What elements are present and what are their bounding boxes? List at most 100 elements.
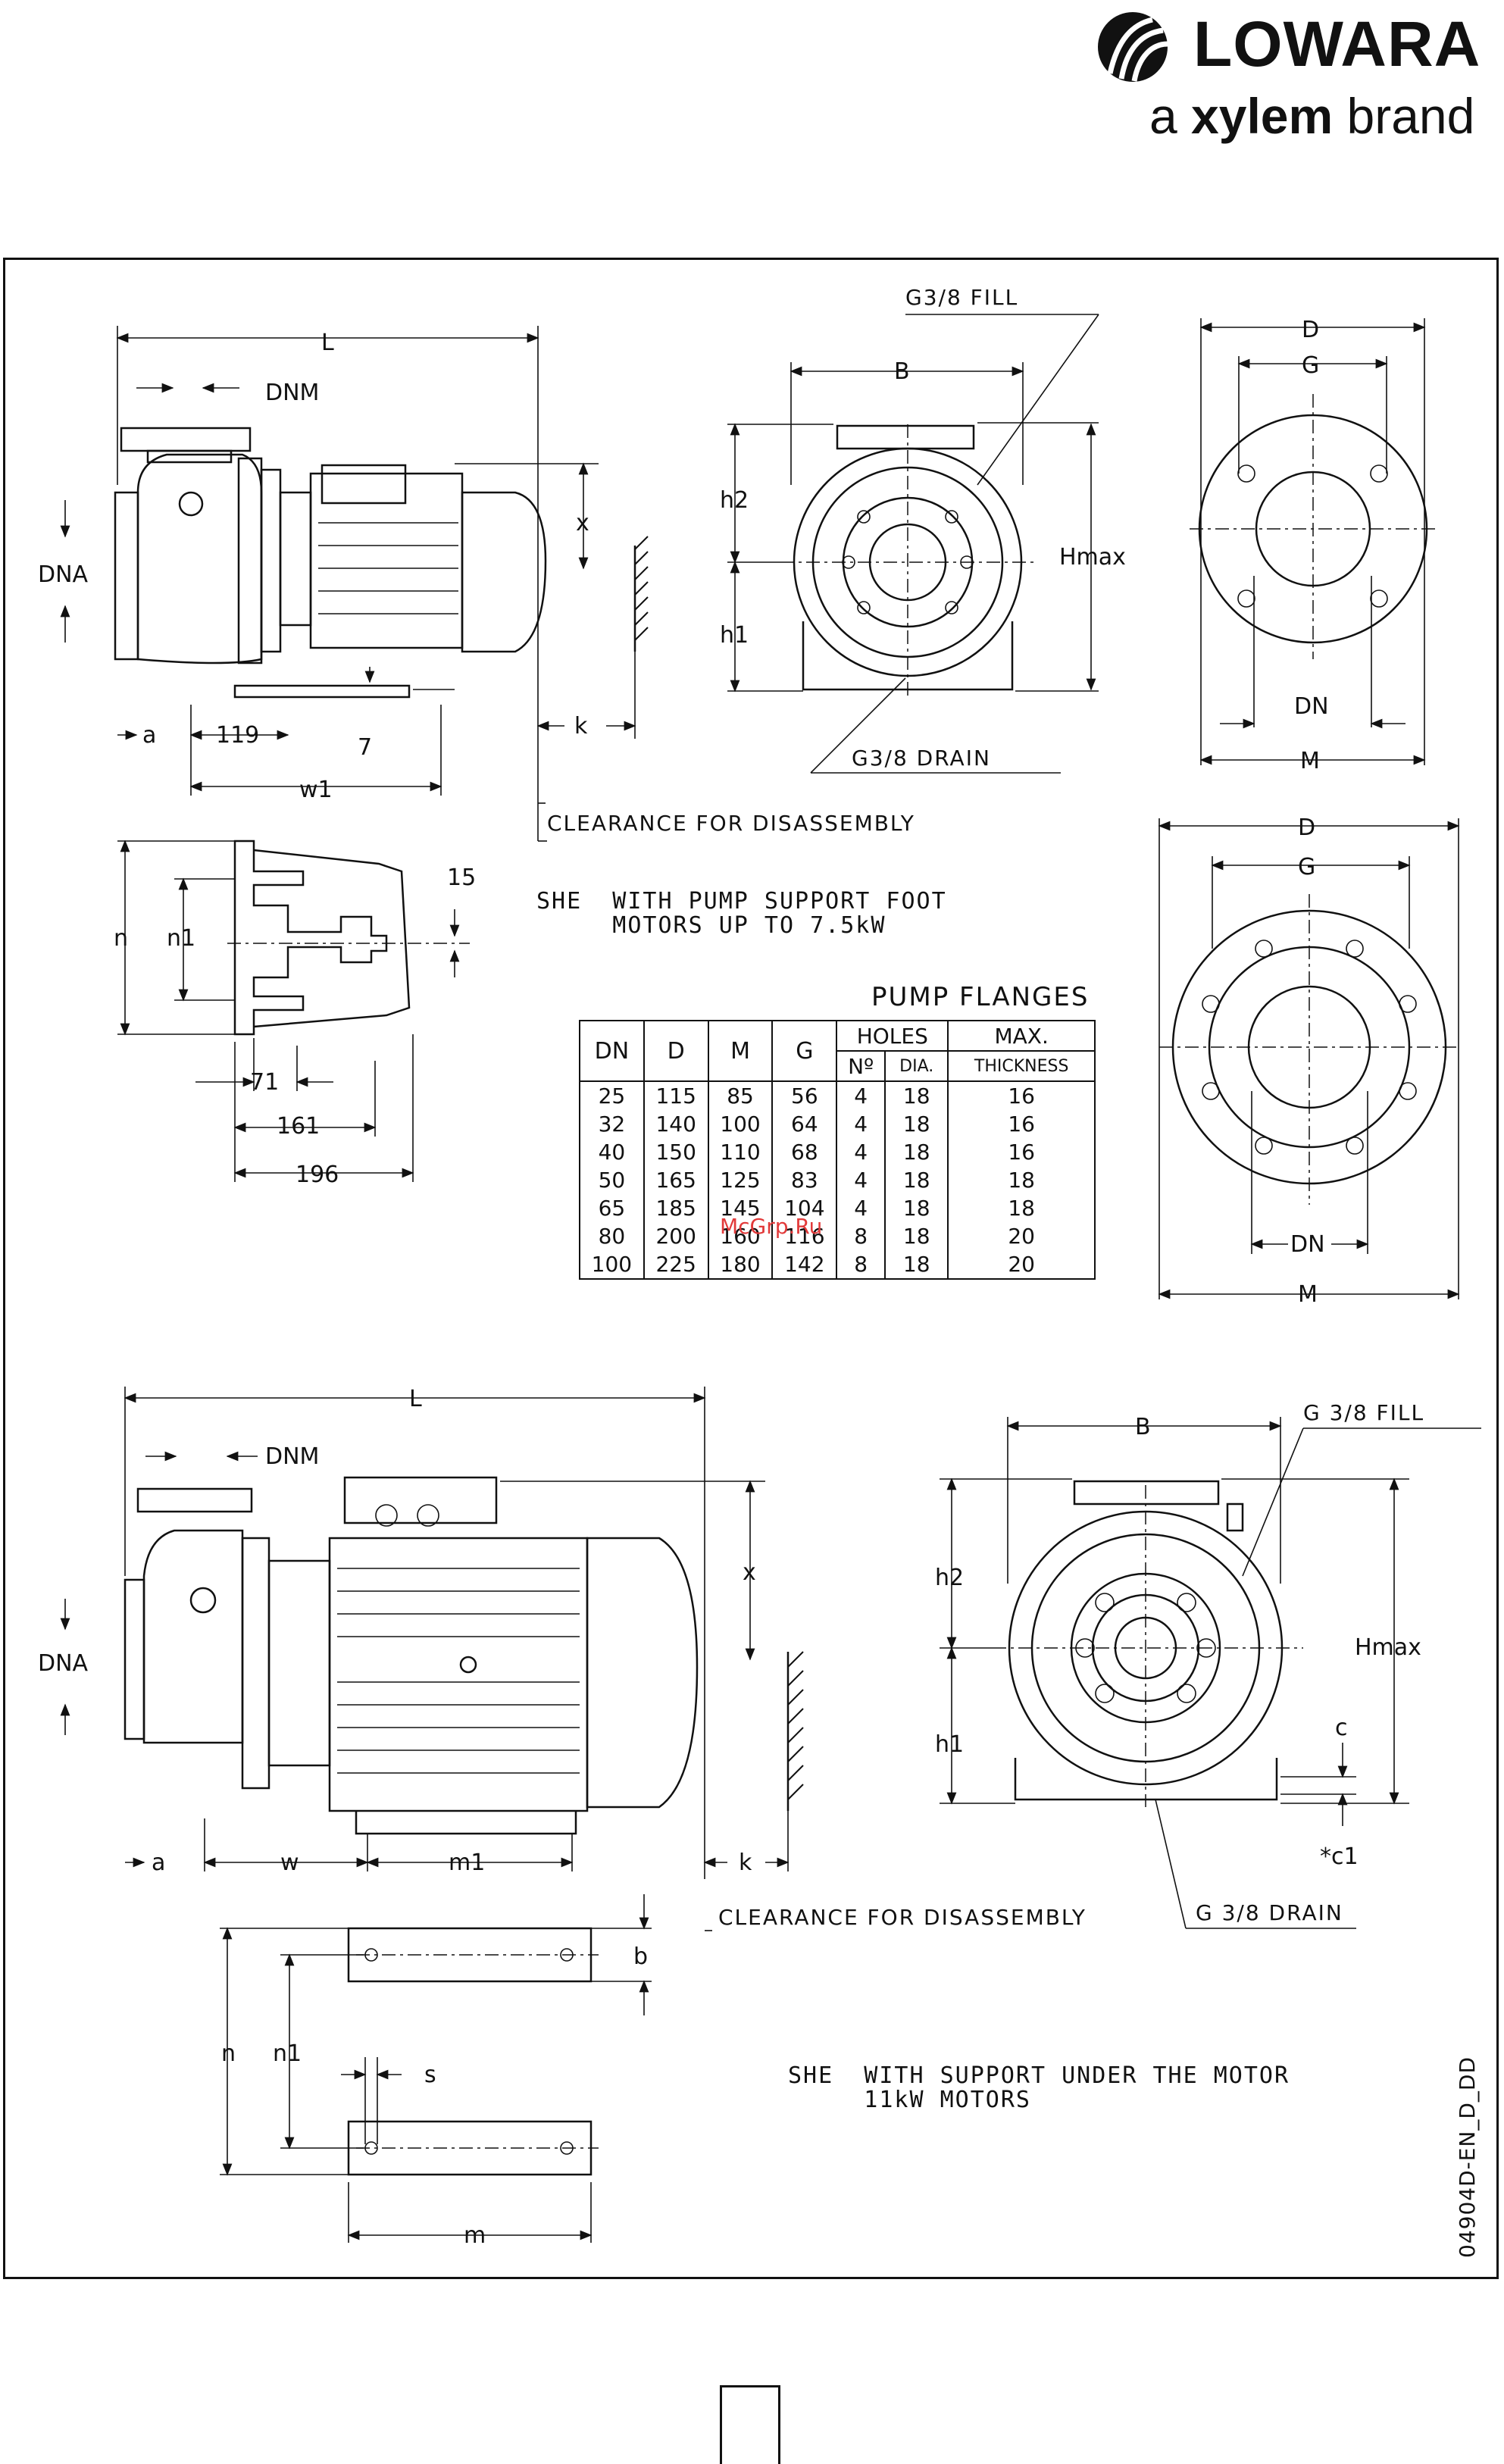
th-thickness: THICKNESS bbox=[947, 1050, 1096, 1082]
table-cell: 142 bbox=[771, 1250, 838, 1280]
label-DNM-bottom: DNM bbox=[265, 1443, 319, 1470]
label-x-bottom: x bbox=[743, 1559, 756, 1586]
label-b: b bbox=[633, 1943, 648, 1970]
label-G-4h: G bbox=[1302, 352, 1319, 379]
label-h1: h1 bbox=[720, 622, 749, 649]
label-DNA-bottom: DNA bbox=[38, 1650, 89, 1677]
label-a-bottom: a bbox=[152, 1850, 165, 1876]
label-n-support: n bbox=[221, 2040, 236, 2067]
table-cell: 18 bbox=[884, 1250, 949, 1280]
label-w1: w1 bbox=[299, 777, 333, 803]
flanges-table-title: PUMP FLANGES bbox=[871, 982, 1090, 1012]
th-dn: DN bbox=[579, 1020, 645, 1082]
flange-view-8-holes: D G DN M bbox=[1158, 815, 1460, 1308]
table-cell: 4 bbox=[836, 1166, 886, 1194]
label-h1-bottom: h1 bbox=[935, 1731, 964, 1758]
brand-tagline: a xylem brand bbox=[1149, 88, 1475, 144]
drawing-frame bbox=[3, 258, 1499, 2279]
label-D-8h: D bbox=[1298, 815, 1315, 841]
table-cell: 18 bbox=[884, 1222, 949, 1250]
table-cell: 145 bbox=[707, 1194, 774, 1222]
table-cell: 83 bbox=[771, 1166, 838, 1194]
label-h2-bottom: h2 bbox=[935, 1565, 964, 1591]
label-M-4h: M bbox=[1300, 748, 1320, 774]
table-cell: 225 bbox=[643, 1250, 709, 1280]
table-cell: 150 bbox=[643, 1138, 709, 1166]
label-s: s bbox=[424, 2062, 436, 2088]
table-cell: 185 bbox=[643, 1194, 709, 1222]
label-n1-foot: n1 bbox=[167, 925, 195, 952]
label-B: B bbox=[894, 358, 910, 385]
table-cell: 104 bbox=[771, 1194, 838, 1222]
table-cell: 18 bbox=[884, 1166, 949, 1194]
label-Hmax-bottom: Hmax bbox=[1355, 1634, 1421, 1661]
label-clearance-top: CLEARANCE FOR DISASSEMBLY bbox=[547, 811, 915, 836]
bottom-side-view: L DNM DNA x a w m1 k CLEARANCE FOR DISAS… bbox=[38, 1386, 1087, 1931]
motor-support-plan: b n n1 s m bbox=[220, 1894, 652, 2249]
table-cell: 18 bbox=[947, 1194, 1096, 1222]
th-m: M bbox=[707, 1020, 774, 1082]
table-cell: 140 bbox=[643, 1110, 709, 1138]
label-clearance-bottom: CLEARANCE FOR DISASSEMBLY bbox=[718, 1905, 1087, 1930]
table-cell: 65 bbox=[579, 1194, 645, 1222]
table-cell: 4 bbox=[836, 1194, 886, 1222]
label-Hmax: Hmax bbox=[1059, 544, 1126, 571]
label-m: m bbox=[464, 2222, 486, 2249]
watermark: McGrp.Ru bbox=[720, 1214, 823, 1239]
label-L-bottom: L bbox=[409, 1386, 422, 1412]
table-cell: 32 bbox=[579, 1110, 645, 1138]
label-119: 119 bbox=[216, 722, 259, 749]
label-drain-top: G3/8 DRAIN bbox=[852, 746, 991, 771]
label-c: c bbox=[1335, 1715, 1348, 1741]
table-cell: 18 bbox=[884, 1138, 949, 1166]
label-h2: h2 bbox=[720, 487, 749, 514]
th-no: Nº bbox=[836, 1050, 886, 1082]
flanges-table: DN D M G HOLES MAX. Nº DIA. THICKNESS 25… bbox=[579, 1020, 1096, 1280]
note-bottom: SHE WITH SUPPORT UNDER THE MOTOR 11kW MO… bbox=[788, 2062, 1290, 2113]
label-B-bottom: B bbox=[1135, 1414, 1151, 1440]
label-196: 196 bbox=[295, 1162, 339, 1188]
table-cell: 68 bbox=[771, 1138, 838, 1166]
th-holes: HOLES bbox=[836, 1020, 949, 1052]
label-drain-bottom: G 3/8 DRAIN bbox=[1196, 1900, 1343, 1925]
top-front-view: B h2 h1 Hmax G3/8 FILL G3/8 DRAIN bbox=[720, 285, 1126, 774]
document-code: 04904D-EN_D_DD bbox=[1455, 2056, 1480, 2258]
table-cell: 116 bbox=[771, 1222, 838, 1250]
table-cell: 18 bbox=[947, 1166, 1096, 1194]
table-cell: 18 bbox=[884, 1081, 949, 1110]
table-cell: 8 bbox=[836, 1250, 886, 1280]
table-cell: 18 bbox=[884, 1110, 949, 1138]
label-x: x bbox=[576, 510, 589, 536]
bottom-front-view: B G 3/8 FILL h2 h1 Hmax c *c1 G 3/8 DRAI… bbox=[935, 1400, 1481, 1929]
label-fill-bottom: G 3/8 FILL bbox=[1303, 1400, 1424, 1425]
table-cell: 80 bbox=[579, 1222, 645, 1250]
label-c1: *c1 bbox=[1320, 1843, 1359, 1870]
table-cell: 200 bbox=[643, 1222, 709, 1250]
th-d: D bbox=[643, 1020, 709, 1082]
table-cell: 25 bbox=[579, 1081, 645, 1110]
table-cell: 100 bbox=[707, 1110, 774, 1138]
table-cell: 160 bbox=[707, 1222, 774, 1250]
table-cell: 8 bbox=[836, 1222, 886, 1250]
label-DNA: DNA bbox=[38, 561, 89, 588]
table-cell: 4 bbox=[836, 1138, 886, 1166]
table-cell: 18 bbox=[884, 1194, 949, 1222]
table-cell: 50 bbox=[579, 1166, 645, 1194]
label-161: 161 bbox=[277, 1113, 320, 1140]
table-cell: 40 bbox=[579, 1138, 645, 1166]
table-cell: 4 bbox=[836, 1081, 886, 1110]
label-7: 7 bbox=[358, 734, 372, 761]
table-cell: 16 bbox=[947, 1081, 1096, 1110]
label-DNM: DNM bbox=[265, 380, 319, 406]
table-cell: 85 bbox=[707, 1081, 774, 1110]
table-cell: 64 bbox=[771, 1110, 838, 1138]
label-n-foot: n bbox=[114, 925, 128, 952]
th-max: MAX. bbox=[947, 1020, 1096, 1052]
label-m1-bottom: m1 bbox=[449, 1850, 485, 1876]
label-M-8h: M bbox=[1298, 1281, 1318, 1308]
label-DN-4h: DN bbox=[1294, 693, 1329, 720]
